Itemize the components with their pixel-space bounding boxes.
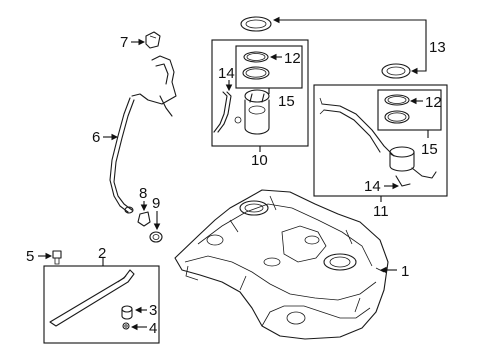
strap-group-box [43,265,160,344]
callout-1: 1 [401,263,409,280]
callout-15-left: 15 [278,93,295,110]
callout-8: 8 [139,185,147,202]
callout-15-right: 15 [421,141,438,158]
grommet [149,231,163,243]
callout-12-right: 12 [425,94,442,111]
callout-6: 6 [92,129,100,146]
pump-seal-ring-right [384,94,410,106]
callout-11: 11 [373,203,389,220]
callout-9: 9 [152,195,160,212]
callout-13: 13 [429,39,446,56]
fuel-cap [145,31,161,49]
tank-strap [49,269,135,327]
callout-3: 3 [149,302,157,319]
fuel-level-sender [319,97,437,187]
fuel-tank [174,189,389,340]
callout-2: 2 [98,245,106,262]
strap-bolt [122,322,130,330]
callout-5: 5 [26,248,34,265]
lock-ring-upper [240,16,272,32]
pump-lock-ring-left [242,66,270,80]
callout-14-right: 14 [364,178,381,195]
strap-insulator [121,305,133,320]
lock-ring-lower [381,63,411,79]
callout-12-left: 12 [284,50,301,67]
filler-pipe [109,55,177,214]
pump-lock-ring-right [384,110,410,124]
fuel-pump-module [213,89,270,135]
callout-7: 7 [120,34,128,51]
pump-seal-ring-left [243,51,269,63]
mount-bolt [52,250,62,265]
hose-clamp [137,211,151,227]
callout-4: 4 [149,320,157,337]
callout-14-left: 14 [218,65,235,82]
pump-seal-subbox-right [377,89,442,131]
callout-10: 10 [251,152,268,169]
